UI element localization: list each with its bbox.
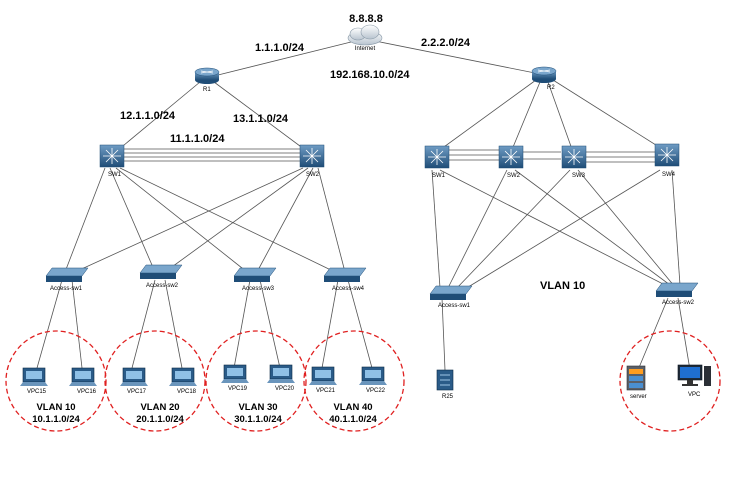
link-internet-r1 [209, 40, 356, 78]
pc-vpc-right[interactable]: VPC [677, 364, 711, 398]
vpc17-label: VPC17 [127, 389, 147, 395]
vpc22-label: VPC22 [366, 388, 386, 394]
router-r1[interactable]: R1 [194, 67, 220, 93]
link-r1-sw1 [111, 81, 201, 156]
pc-vpc15[interactable]: VPC15 [20, 367, 48, 395]
access-sw2-label: Access-sw2 [146, 283, 179, 289]
dns-label: 8.8.8.8 [349, 13, 383, 25]
core-switch-right-sw2[interactable]: SW2 [498, 145, 524, 179]
subnet-sw1-sw2-label: 11.1.1.0/24 [170, 133, 225, 145]
subnet-r2-label: 2.2.2.0/24 [421, 37, 471, 49]
right-sw4-label: SW4 [662, 172, 676, 178]
access-sw3-label: Access-sw3 [242, 286, 275, 292]
right-vlan-label: VLAN 10 [540, 280, 585, 292]
link-internet-r2 [374, 40, 546, 76]
right-access-sw2-label: Access-sw2 [662, 300, 695, 306]
r2-label: R2 [547, 85, 555, 91]
r1-label: R1 [203, 87, 211, 93]
right-access-sw1-label: Access-sw1 [438, 303, 471, 309]
internet-label: Internet [355, 46, 376, 52]
right-access-switch-2[interactable]: Access-sw2 [655, 282, 699, 306]
subnet-r1-sw2-label: 13.1.1.0/24 [233, 113, 289, 125]
subnet-lan-label: 192.168.10.0/24 [330, 69, 410, 81]
pc-vpc21[interactable]: VPC21 [309, 366, 337, 394]
vpc21-label: VPC21 [316, 388, 336, 394]
vlan-subnet: 40.1.1.0/24 [329, 414, 377, 425]
subnet-r1-sw1-label: 12.1.1.0/24 [120, 110, 176, 122]
vpc15-label: VPC15 [27, 389, 47, 395]
access-sw4-label: Access-sw4 [332, 286, 365, 292]
router-r2[interactable]: R2 [531, 66, 557, 91]
router-r25[interactable]: R25 [436, 369, 454, 400]
vlan-group-40: VLAN 40 40.1.1.0/24 [329, 402, 377, 425]
vlan-circle-right [619, 330, 721, 432]
right-access-switch-1[interactable]: Access-sw1 [429, 285, 473, 309]
access-sw1-label: Access-sw1 [50, 286, 83, 292]
vpc19-label: VPC19 [228, 386, 248, 392]
vlan-name: VLAN 20 [140, 402, 179, 413]
vlan-name: VLAN 40 [333, 402, 372, 413]
pc-vpc18[interactable]: VPC18 [169, 367, 197, 395]
access-switch-3[interactable]: Access-sw3 [233, 267, 277, 292]
server-host[interactable]: server [626, 365, 647, 400]
link-r1-sw2 [213, 81, 313, 156]
vlan-name: VLAN 30 [238, 402, 277, 413]
subnet-r1-label: 1.1.1.0/24 [255, 42, 305, 54]
pc-vpc20[interactable]: VPC20 [267, 364, 295, 392]
vlan-circle-30 [205, 330, 307, 432]
left-sw1-label: SW1 [108, 172, 122, 178]
vlan-subnet: 20.1.1.0/24 [136, 414, 184, 425]
right-sw1-label: SW1 [432, 173, 446, 179]
vlan-circles [5, 330, 721, 432]
internet-cloud: Internet 8.8.8.8 [347, 13, 383, 52]
core-switch-right-sw4[interactable]: SW4 [654, 143, 680, 178]
pc-vpc22[interactable]: VPC22 [359, 366, 387, 394]
vlan-group-20: VLAN 20 20.1.1.0/24 [136, 402, 184, 425]
core-switch-right-sw3[interactable]: SW3 [561, 145, 587, 179]
vpc16-label: VPC16 [77, 389, 97, 395]
access-switch-2[interactable]: Access-sw2 [139, 264, 183, 289]
r25-label: R25 [442, 394, 454, 400]
vpc20-label: VPC20 [275, 386, 295, 392]
vlan-group-10: VLAN 10 10.1.1.0/24 [32, 402, 80, 425]
vlan-circle-40 [303, 330, 405, 432]
vlan-name: VLAN 10 [36, 402, 75, 413]
pc-vpc19[interactable]: VPC19 [221, 364, 249, 392]
vlan-group-30: VLAN 30 30.1.1.0/24 [234, 402, 282, 425]
vlan-subnet: 10.1.1.0/24 [32, 414, 80, 425]
vpc-right-label: VPC [688, 392, 701, 398]
pc-vpc17[interactable]: VPC17 [120, 367, 148, 395]
access-switch-4[interactable]: Access-sw4 [323, 267, 367, 292]
core-switch-left-sw1[interactable]: SW1 [99, 144, 125, 178]
left-sw2-label: SW2 [306, 172, 320, 178]
vlan-circle-20 [104, 330, 206, 432]
vpc18-label: VPC18 [177, 389, 197, 395]
core-switch-right-sw1[interactable]: SW1 [424, 145, 450, 179]
core-switch-left-sw2[interactable]: SW2 [299, 144, 325, 178]
pc-vpc16[interactable]: VPC16 [69, 367, 97, 395]
right-sw3-label: SW3 [572, 173, 586, 179]
access-switch-1[interactable]: Access-sw1 [45, 267, 89, 292]
right-sw2-label: SW2 [507, 173, 521, 179]
vlan-subnet: 30.1.1.0/24 [234, 414, 282, 425]
links [36, 40, 691, 371]
vlan-circle-10 [5, 330, 107, 432]
server-label: server [630, 394, 647, 400]
